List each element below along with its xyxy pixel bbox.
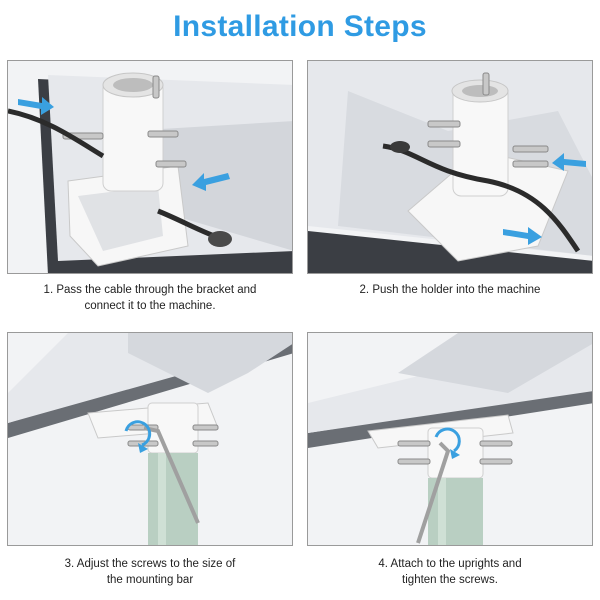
step-4-image (307, 332, 593, 546)
step-1-caption: 1. Pass the cable through the bracket an… (7, 282, 293, 314)
step-4-caption: 4. Attach to the uprights and tighten th… (307, 556, 593, 588)
page-title: Installation Steps (173, 10, 427, 43)
step-2-caption-line1: 2. Push the holder into the machine (359, 284, 541, 296)
step-3-caption-line1: 3. Adjust the screws to the size of (64, 558, 236, 570)
step-3-image (7, 332, 293, 546)
step-1-illustration (8, 61, 292, 273)
step-3-caption: 3. Adjust the screws to the size of the … (7, 556, 293, 588)
step-4-illustration (308, 333, 592, 545)
step-1-caption-line2: connect it to the machine. (84, 300, 216, 312)
step-1-image (7, 60, 293, 274)
step-4-caption-line2: tighten the screws. (402, 574, 498, 586)
step-4-caption-line1: 4. Attach to the uprights and (378, 558, 522, 570)
step-1-caption-line1: 1. Pass the cable through the bracket an… (43, 284, 257, 296)
step-2-illustration (308, 61, 592, 273)
step-3-illustration (8, 333, 292, 545)
step-2-caption: 2. Push the holder into the machine (307, 282, 593, 298)
step-3-caption-line2: the mounting bar (106, 574, 194, 586)
step-2-image (307, 60, 593, 274)
